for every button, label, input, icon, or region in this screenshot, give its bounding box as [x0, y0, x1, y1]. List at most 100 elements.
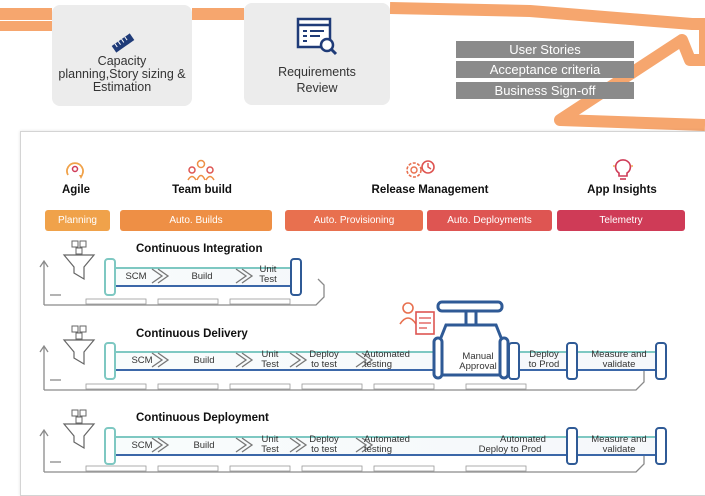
cdeploy-stage-unit-test-line1: Unit: [261, 434, 279, 445]
cdeploy-stage-unit-test-line2: Test: [261, 444, 279, 455]
cd-stage-deploy-test: Deploy to test: [302, 350, 346, 370]
devops-diagram-frame: [20, 131, 705, 496]
cd-stage-unit-test: Unit Test: [252, 350, 288, 370]
cdeploy-chevrons: [151, 437, 374, 453]
ci-stage-unit-test: Unit Test: [250, 265, 286, 285]
release-gears-icon: [406, 160, 435, 178]
requirements-card-line-2: Review: [296, 81, 338, 95]
ci-stage-build-line: Build: [191, 271, 213, 282]
cd-stage-manual-approval-line1: Manual: [462, 351, 494, 362]
cdeploy-stage-deploy-test: Deploy to test: [302, 435, 346, 455]
category-agile: Agile: [61, 184, 91, 196]
cdeploy-stage-unit-test: Unit Test: [252, 435, 288, 455]
cd-stage-manual-approval-line2: Approval: [459, 361, 497, 372]
cdeploy-stage-build-line: Build: [193, 440, 215, 451]
requirements-review-card: Requirements Review: [244, 3, 390, 105]
cd-pipe-joint-2: [566, 342, 578, 380]
cd-stage-automated-testing-line1: Automated: [364, 349, 410, 360]
cdeploy-stage-build: Build: [184, 441, 224, 451]
cdeploy-stage-automated-testing-line2: testing: [364, 444, 392, 455]
ci-stage-unit-test-line2: Test: [259, 274, 277, 285]
pill-auto-deployments-label: Auto. Deployments: [447, 215, 532, 226]
cdeploy-stage-automated-testing: Automated testing: [364, 435, 424, 455]
capacity-card-line-2: planning,Story sizing &: [58, 67, 186, 81]
pill-auto-deployments: Auto. Deployments: [427, 210, 552, 231]
capacity-planning-card: Capacity planning,Story sizing & Estimat…: [52, 5, 192, 106]
cdeploy-stage-measure-line1: Measure and: [591, 434, 647, 445]
cdeploy-stage-measure-line2: validate: [602, 444, 636, 455]
cd-stage-manual-approval: Manual Approval: [448, 352, 508, 372]
manual-approval-valve-icon: [432, 300, 510, 380]
ci-pipe-end: [290, 258, 302, 296]
acceptance-criteria-item: Acceptance criteria: [456, 61, 634, 78]
ci-stage-unit-test-line1: Unit: [259, 264, 277, 275]
cd-flow-graphics: [39, 325, 645, 391]
category-app-insights: App Insights: [587, 184, 657, 196]
agile-cycle-icon: [66, 162, 84, 179]
ci-stage-build: Build: [182, 272, 222, 282]
pill-planning: Planning: [45, 210, 110, 231]
ruler-icon: [111, 33, 135, 53]
cdeploy-stage-auto-deploy-prod-line1: Automated: [500, 434, 546, 445]
team-icon: [187, 159, 215, 181]
cdeploy-pipe: [112, 436, 660, 456]
cd-stage-unit-test-line2: Test: [261, 359, 279, 370]
cd-stage-deploy-test-line2: to test: [311, 359, 337, 370]
pill-auto-builds: Auto. Builds: [120, 210, 272, 231]
cdeploy-stage-deploy-test-line2: to test: [311, 444, 337, 455]
cdeploy-pipe-joint: [566, 427, 578, 465]
cd-stage-deploy-prod: Deploy to Prod: [520, 350, 568, 370]
category-team-build: Team build: [172, 184, 232, 196]
cd-stage-build: Build: [184, 356, 224, 366]
pill-planning-label: Planning: [58, 215, 97, 226]
cd-stage-measure-line1: Measure and: [591, 349, 647, 360]
cdeploy-stage-deploy-test-line1: Deploy: [309, 434, 339, 445]
cd-stage-deploy-prod-line2: to Prod: [528, 359, 560, 370]
ci-stage-scm-line: SCM: [125, 271, 147, 282]
cdeploy-stage-measure: Measure and validate: [582, 435, 656, 455]
cd-stage-measure: Measure and validate: [582, 350, 656, 370]
cd-stage-automated-testing-line2: testing: [364, 359, 392, 370]
cd-stage-deploy-prod-line1: Deploy: [529, 349, 559, 360]
cdeploy-stage-auto-deploy-prod-line2: Deploy to Prod: [478, 444, 542, 455]
cd-stage-scm-line: SCM: [131, 355, 153, 366]
cdeploy-pipe-start: [104, 427, 116, 465]
capacity-card-line-3: Estimation: [92, 80, 152, 94]
requirements-card-line-1: Requirements: [278, 65, 356, 79]
cd-stage-unit-test-line1: Unit: [261, 349, 279, 360]
ci-pipe-start: [104, 258, 116, 296]
pill-telemetry: Telemetry: [557, 210, 685, 231]
cd-title: Continuous Delivery: [136, 328, 248, 340]
cd-pipe-start: [104, 342, 116, 380]
cdeploy-pipe-end: [655, 427, 667, 465]
cdeploy-stage-scm-line: SCM: [131, 440, 153, 451]
pill-auto-provisioning-label: Auto. Provisioning: [313, 215, 395, 226]
lightbulb-icon: [613, 159, 633, 180]
pill-auto-provisioning: Auto. Provisioning: [285, 210, 423, 231]
cd-stage-build-line: Build: [193, 355, 215, 366]
pill-auto-builds-label: Auto. Builds: [169, 215, 223, 226]
cd-stage-automated-testing: Automated testing: [364, 350, 424, 370]
cd-pipe: [112, 351, 660, 371]
cd-stage-measure-line2: validate: [602, 359, 636, 370]
document-search-icon: [296, 17, 338, 56]
cd-chevrons: [151, 352, 374, 368]
ci-chevrons: [151, 268, 254, 284]
user-stories-item: User Stories: [456, 41, 634, 58]
ci-title: Continuous Integration: [136, 243, 263, 255]
ci-stage-scm: SCM: [118, 272, 154, 282]
ci-pipe: [112, 267, 294, 287]
capacity-card-line-1: Capacity: [97, 54, 147, 68]
cdeploy-stage-scm: SCM: [124, 441, 160, 451]
cd-stage-deploy-test-line1: Deploy: [309, 349, 339, 360]
cdeploy-stage-automated-testing-line1: Automated: [364, 434, 410, 445]
pill-telemetry-label: Telemetry: [599, 215, 643, 226]
approver-icon: [399, 302, 435, 335]
cdeploy-flow-graphics: [39, 409, 645, 473]
category-release-management: Release Management: [371, 184, 489, 196]
cdeploy-stage-auto-deploy-prod: Automated Deploy to Prod: [462, 435, 558, 455]
cdeploy-title: Continuous Deployment: [136, 412, 269, 424]
cd-pipe-end: [655, 342, 667, 380]
business-signoff-item: Business Sign-off: [456, 82, 634, 99]
ci-flow-graphics: [39, 240, 325, 306]
